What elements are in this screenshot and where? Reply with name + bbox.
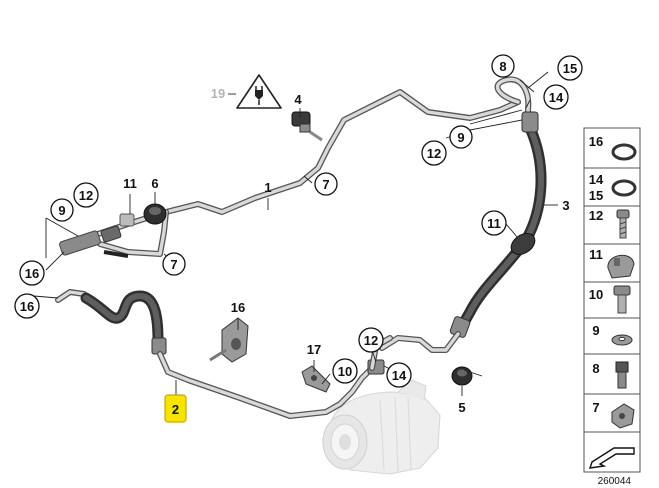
clamp-icon xyxy=(607,254,635,279)
svg-text:9: 9 xyxy=(457,130,464,145)
callout-label: 1 xyxy=(264,180,271,195)
svg-text:7: 7 xyxy=(322,177,329,192)
callout-7-left: 7 xyxy=(162,252,186,276)
screw-icon xyxy=(616,209,630,239)
bracket-part-17 xyxy=(209,317,249,363)
callouts: 1 4 5 6 3 11 16 17 19 2 7 7 8 9 9 xyxy=(14,54,583,423)
parts-cell-8: 8 xyxy=(583,353,641,395)
compressor-illustration xyxy=(322,379,441,475)
svg-text:10: 10 xyxy=(589,287,603,302)
warning-triangle-icon xyxy=(236,74,282,109)
callout-label: 6 xyxy=(151,176,158,191)
hose-line-3 xyxy=(379,76,547,353)
callout-16-bottom: 16 xyxy=(14,293,40,319)
o-ring-icon xyxy=(611,143,637,161)
o-ring-icon xyxy=(611,179,637,197)
callout-12-left: 12 xyxy=(73,182,99,208)
svg-text:10: 10 xyxy=(338,364,352,379)
callout-12-bottom: 12 xyxy=(358,327,384,353)
callout-7-top: 7 xyxy=(314,172,338,196)
parts-cell-12: 12 xyxy=(583,205,641,245)
svg-text:12: 12 xyxy=(79,188,93,203)
svg-text:12: 12 xyxy=(427,146,441,161)
svg-text:7: 7 xyxy=(170,257,177,272)
cap-part-5 xyxy=(451,366,473,386)
callout-11: 11 xyxy=(481,210,507,236)
left-fitting-assembly xyxy=(59,213,135,258)
svg-text:12: 12 xyxy=(364,333,378,348)
callout-12-right: 12 xyxy=(421,140,447,166)
hose-line-2 xyxy=(55,289,393,419)
parts-cell-16: 16 xyxy=(583,127,641,169)
svg-text:15: 15 xyxy=(563,61,577,76)
cap-part-6 xyxy=(143,203,167,225)
callout-label: 4 xyxy=(294,92,302,107)
reference-arrow-cell xyxy=(583,431,641,473)
callout-label: 11 xyxy=(123,176,137,191)
bracket-part-18 xyxy=(301,365,331,393)
callout-label: 16 xyxy=(231,300,245,315)
svg-text:9: 9 xyxy=(58,203,65,218)
valve-icon xyxy=(615,361,629,389)
callout-label: 17 xyxy=(307,342,321,357)
svg-text:16: 16 xyxy=(25,266,39,281)
parts-cell-7: 7 xyxy=(583,393,641,433)
callout-15: 15 xyxy=(557,55,583,81)
callout-label: 3 xyxy=(562,198,569,213)
svg-text:12: 12 xyxy=(589,208,603,223)
parts-cell-11: 11 xyxy=(583,243,641,283)
parts-cell-14-15: 14 15 xyxy=(583,167,641,207)
callout-8: 8 xyxy=(491,54,515,78)
callout-label: 5 xyxy=(458,400,465,415)
parts-cell-9: 9 xyxy=(583,317,641,355)
callout-9-left: 9 xyxy=(50,198,74,222)
svg-text:14: 14 xyxy=(549,90,564,105)
svg-text:16: 16 xyxy=(589,134,603,149)
callout-label: 19 xyxy=(211,86,225,101)
svg-text:9: 9 xyxy=(592,323,599,338)
reference-arrow-icon xyxy=(588,447,635,469)
callout-10: 10 xyxy=(332,358,358,384)
parts-cell-10: 10 xyxy=(583,281,641,319)
svg-text:8: 8 xyxy=(499,59,506,74)
svg-text:15: 15 xyxy=(589,188,603,203)
parts-panel: 16 14 15 12 11 xyxy=(583,127,641,487)
callout-14-right: 14 xyxy=(543,84,569,110)
svg-text:14: 14 xyxy=(589,172,604,187)
svg-text:11: 11 xyxy=(589,247,603,262)
svg-text:11: 11 xyxy=(487,216,501,231)
clip-icon xyxy=(611,403,635,429)
svg-text:8: 8 xyxy=(592,361,599,376)
highlight-box xyxy=(164,394,187,423)
svg-text:7: 7 xyxy=(592,400,599,415)
pressure-sensor-part-4 xyxy=(291,111,323,142)
svg-text:14: 14 xyxy=(392,368,407,383)
callout-label: 2 xyxy=(172,402,179,417)
bolt-icon xyxy=(613,285,631,314)
washer-icon xyxy=(611,334,633,346)
svg-text:16: 16 xyxy=(20,299,34,314)
reference-number: 260044 xyxy=(598,476,632,487)
callout-16-top: 16 xyxy=(19,260,45,286)
callout-14-bottom: 14 xyxy=(386,362,412,388)
callout-9-right: 9 xyxy=(449,125,473,149)
